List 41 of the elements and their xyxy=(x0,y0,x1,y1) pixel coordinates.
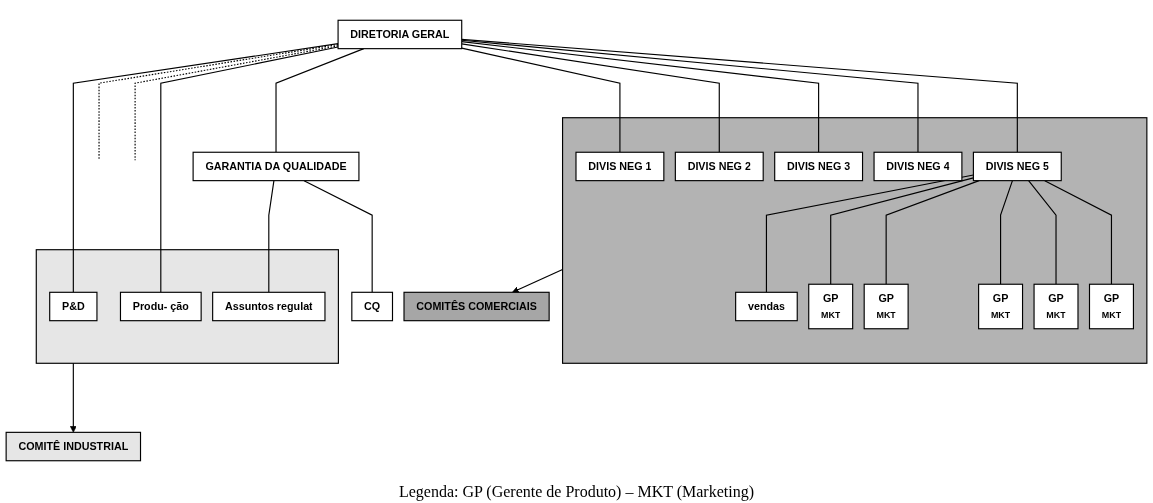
node-box: Assuntos regulat xyxy=(212,291,326,322)
connector-line xyxy=(885,180,980,285)
connector-line xyxy=(830,177,974,285)
node-box: GP MKT xyxy=(1033,283,1079,330)
node-box: COMITÊ INDUSTRIAL xyxy=(5,431,142,462)
node-box: GARANTIA DA QUALIDADE xyxy=(192,151,360,182)
node-box: DIVIS NEG 4 xyxy=(873,151,963,182)
node-box: GP MKT xyxy=(808,283,854,330)
node-box: COMITÊS COMERCIAIS xyxy=(403,291,550,322)
connector-line xyxy=(512,269,564,293)
node-box: GP MKT xyxy=(1088,283,1134,330)
connector-line xyxy=(268,180,275,293)
node-box: P&D xyxy=(49,291,98,322)
node-box: GP MKT xyxy=(978,283,1024,330)
node-box: CQ xyxy=(351,291,394,322)
connector-line xyxy=(160,46,339,293)
legend-note: Legenda: GP (Gerente de Produto) – MKT (Marketing) xyxy=(399,483,754,501)
connector-line xyxy=(461,47,621,153)
node-box: vendas xyxy=(735,291,798,322)
connector-line xyxy=(72,43,339,293)
connector-line xyxy=(461,38,1018,153)
node-box: DIRETORIA GERAL xyxy=(337,19,463,50)
node-box: Produ- ção xyxy=(119,291,202,322)
connector-line xyxy=(69,362,77,433)
connector-line xyxy=(461,41,820,153)
connector-line xyxy=(1028,180,1057,285)
cluster xyxy=(562,117,1148,364)
connector-line xyxy=(461,39,919,153)
connector-line xyxy=(765,174,974,293)
node-box: DIVIS NEG 5 xyxy=(972,151,1062,182)
connector-line xyxy=(275,48,365,153)
node-box: GP MKT xyxy=(863,283,909,330)
node-box: DIVIS NEG 2 xyxy=(674,151,764,182)
node-box: DIVIS NEG 1 xyxy=(575,151,665,182)
connector-line xyxy=(1044,180,1113,285)
cluster xyxy=(35,249,339,364)
connector-line xyxy=(303,180,373,293)
node-box: DIVIS NEG 3 xyxy=(774,151,864,182)
connector-line xyxy=(1000,180,1014,285)
connector-line xyxy=(134,45,339,161)
connector-line xyxy=(461,43,720,153)
